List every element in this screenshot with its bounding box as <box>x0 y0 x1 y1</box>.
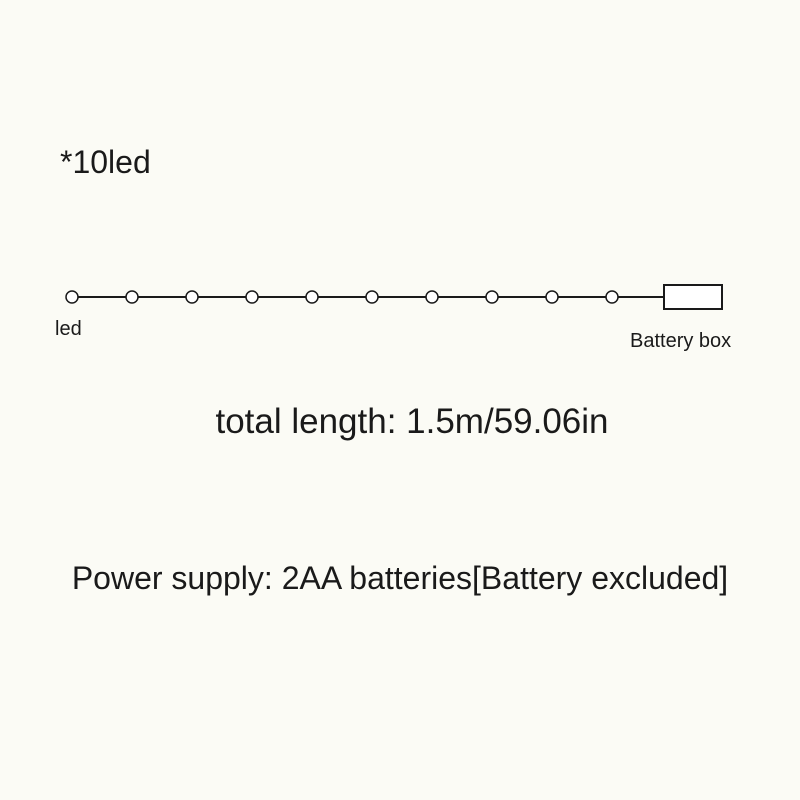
led-bulb <box>485 290 499 304</box>
led-bulb <box>365 290 379 304</box>
led-label: led <box>55 318 82 340</box>
led-bulb <box>185 290 199 304</box>
led-bulb <box>125 290 139 304</box>
led-bulb <box>65 290 79 304</box>
battery-box-label: Battery box <box>630 330 732 352</box>
led-bulb <box>305 290 319 304</box>
led-bulb <box>605 290 619 304</box>
led-bulb <box>245 290 259 304</box>
led-count-title: *10led <box>60 144 151 180</box>
power-supply-text: Power supply: 2AA batteries[Battery excl… <box>71 560 729 596</box>
led-bulb <box>425 290 439 304</box>
led-bulb <box>545 290 559 304</box>
total-length-text: total length: 1.5m/59.06in <box>215 402 609 441</box>
battery-box <box>663 284 723 310</box>
